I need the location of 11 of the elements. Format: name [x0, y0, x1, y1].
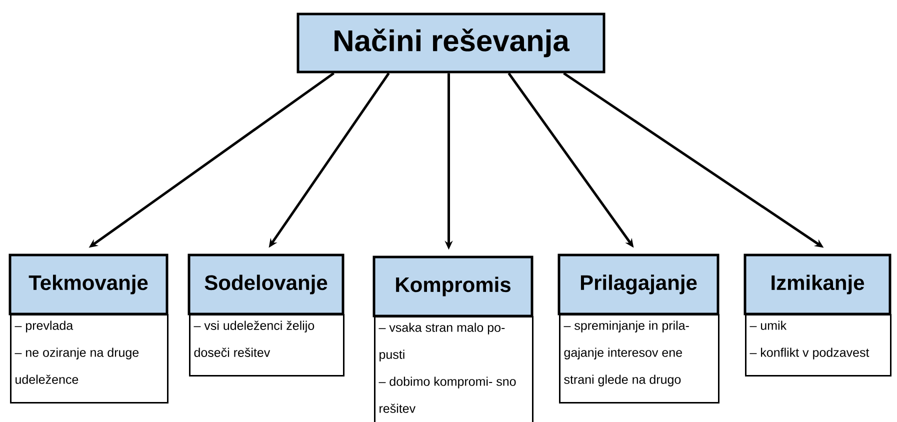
- heading-box: Tekmovanje: [8, 254, 168, 316]
- description-box: – vsi udeleženci želijo doseči rešitev: [189, 314, 344, 376]
- title-box: Načini reševanja: [296, 12, 606, 74]
- heading-box: Sodelovanje: [188, 254, 344, 316]
- description-box: – vsaka stran malo po- pusti – dobimo kompromi- sno rešitev: [374, 316, 534, 422]
- description-box: – prevlada – ne oziranje na druge udeležence: [10, 314, 168, 404]
- heading-box: Izmikanje: [744, 254, 892, 316]
- description-box: – spreminjanje in prila- gajanje interesov ene strani glede na drugo: [559, 314, 720, 404]
- heading-box: Kompromis: [372, 256, 534, 318]
- heading-box: Prilagajanje: [558, 254, 720, 316]
- description-box: – umik – konflikt v podzavest: [745, 314, 892, 376]
